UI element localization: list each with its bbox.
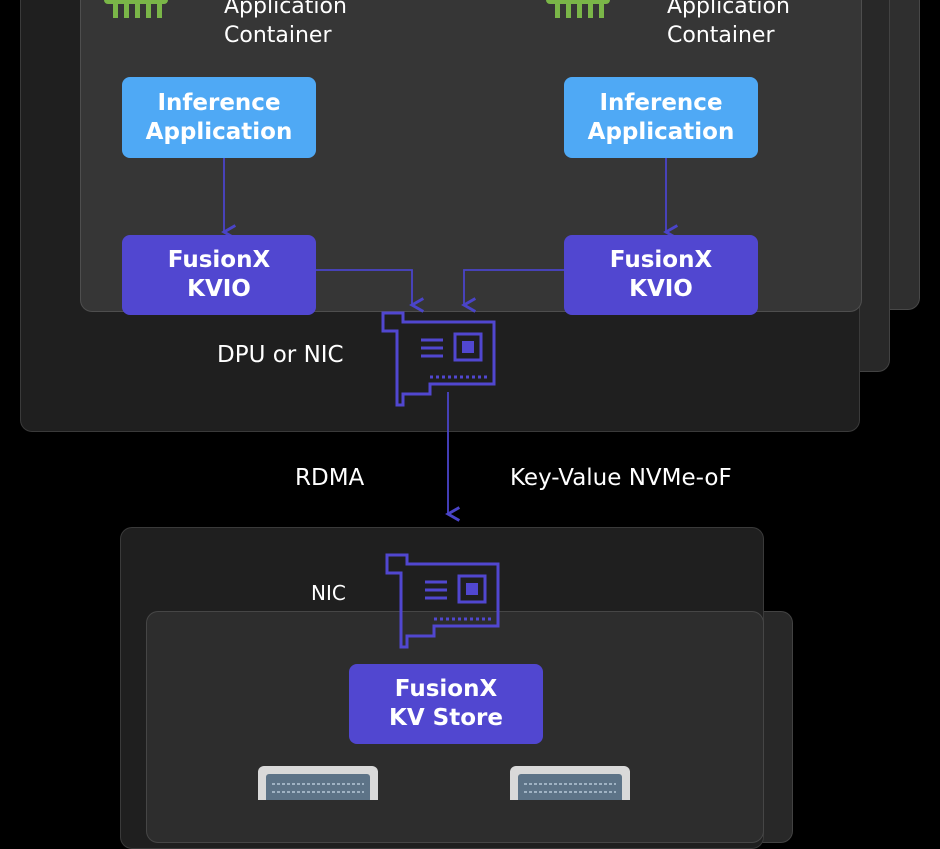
arrow-kvio-left-to-dpu xyxy=(316,269,425,313)
nic-card-icon xyxy=(381,311,496,407)
container-label: Application Container xyxy=(224,0,347,48)
ssd-icon xyxy=(258,766,378,800)
container-icon xyxy=(546,0,610,18)
container-icon xyxy=(104,0,168,18)
ssd-icon xyxy=(510,766,630,800)
container-label: Application Container xyxy=(667,0,790,48)
arrow-kvio-right-to-dpu xyxy=(461,269,564,313)
fusionx-kv-store-box: FusionX KV Store xyxy=(349,664,543,744)
diagram-connectors xyxy=(104,0,679,800)
protocol-label: Key-Value NVMe-oF xyxy=(510,465,732,491)
fusionx-kvio-box: FusionX KVIO xyxy=(564,235,758,315)
dpu-label: DPU or NIC xyxy=(217,342,344,368)
inference-application-box: Inference Application xyxy=(122,77,316,158)
nic-label: NIC xyxy=(311,581,346,605)
storage-nic-card-icon xyxy=(385,553,500,649)
rdma-label: RDMA xyxy=(295,465,365,491)
fusionx-kvio-box: FusionX KVIO xyxy=(122,235,316,315)
inference-application-box: Inference Application xyxy=(564,77,758,158)
